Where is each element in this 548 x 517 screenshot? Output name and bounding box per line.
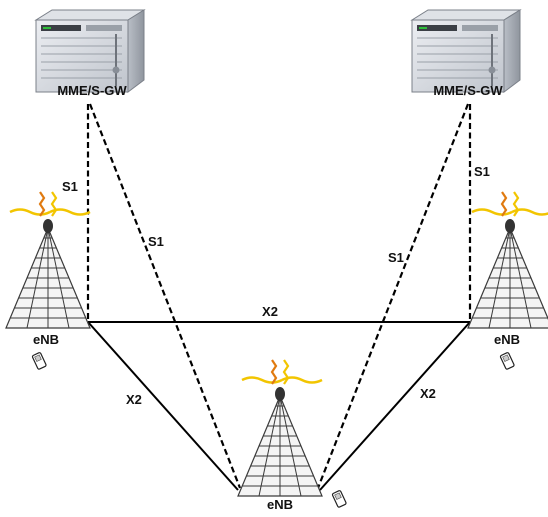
server-icon <box>35 9 145 93</box>
server-right-label: MME/S-GW <box>433 83 503 98</box>
server-left <box>35 9 145 93</box>
enb-bottom <box>237 358 324 497</box>
antenna-tower-icon <box>467 218 548 329</box>
s1-right-diagonal-link <box>316 103 470 489</box>
antenna-tower-icon <box>5 218 91 329</box>
mobile-phone-icon <box>499 351 516 371</box>
enb-bottom-label: eNB <box>267 497 293 512</box>
x2-right-link <box>319 321 471 491</box>
enb-right-label: eNB <box>494 332 520 347</box>
server-left-label: MME/S-GW <box>57 83 127 98</box>
signal-wave-icon <box>8 190 92 218</box>
server-icon <box>411 9 521 93</box>
server-right <box>411 9 521 93</box>
enb-left <box>5 190 92 329</box>
signal-wave-icon <box>240 358 324 386</box>
s1-left-diagonal-label: S1 <box>148 234 164 249</box>
x2-top-label: X2 <box>262 304 278 319</box>
enb-left-label: eNB <box>33 332 59 347</box>
s1-left-diagonal-link <box>88 103 242 489</box>
mobile-phone-icon <box>31 351 48 371</box>
x2-left-link <box>87 321 239 491</box>
signal-wave-icon <box>470 190 548 218</box>
enb-right <box>467 190 548 329</box>
x2-left-label: X2 <box>126 392 142 407</box>
x2-right-label: X2 <box>420 386 436 401</box>
s1-right-vertical-label: S1 <box>474 164 490 179</box>
mobile-phone-icon <box>331 489 348 509</box>
s1-right-diagonal-label: S1 <box>388 250 404 265</box>
s1-left-vertical-label: S1 <box>62 179 78 194</box>
antenna-tower-icon <box>237 386 323 497</box>
